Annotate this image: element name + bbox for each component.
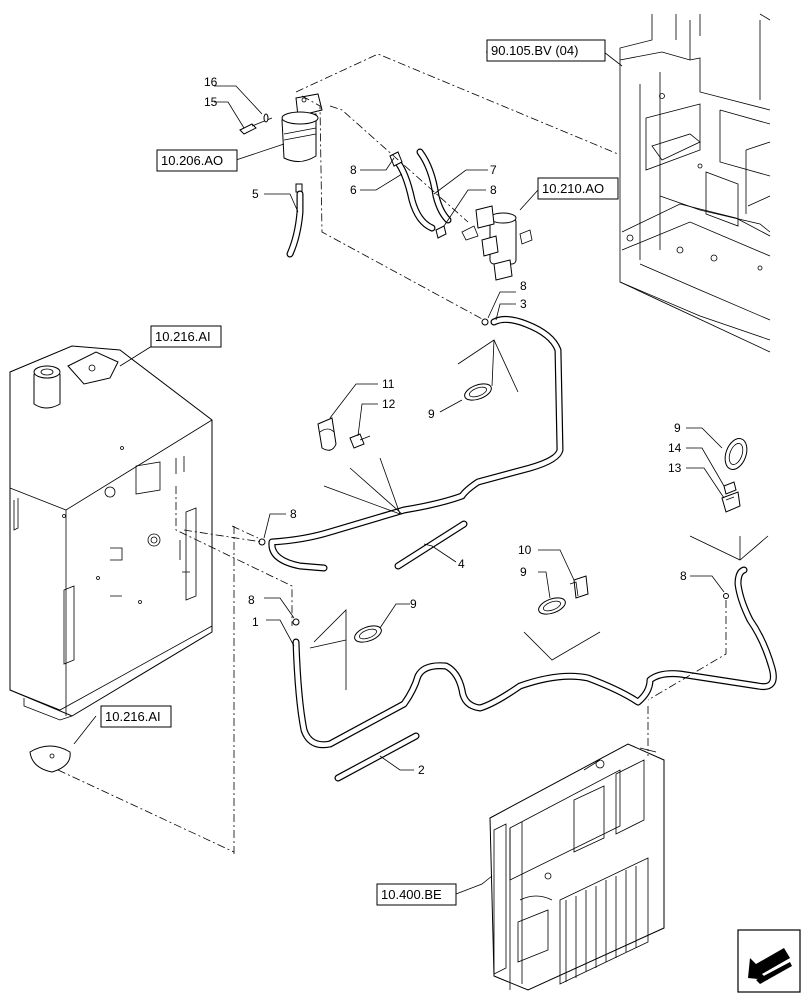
connection-lines [57,53,727,856]
ref-frame: 90.105.BV (04) [491,43,578,58]
callout-11: 11 [382,377,395,391]
ref-filter: 10.206.AO [161,153,223,168]
callout-6: 6 [350,183,357,197]
machine-frame [619,13,771,353]
callout-numbers: 16 15 5 8 6 7 8 8 3 11 12 9 8 4 8 1 9 10… [204,75,687,777]
callout-9: 9 [674,421,681,435]
oil-cooler [489,743,665,991]
ref-pump: 10.210.AO [542,181,604,196]
hoses [268,148,777,782]
callout-3: 3 [520,297,527,311]
callout-8: 8 [290,507,297,521]
ref-tank-top: 10.216.AI [155,329,211,344]
fuel-filter [281,93,323,193]
callout-8: 8 [680,569,687,583]
callout-9: 9 [428,407,435,421]
callout-8: 8 [350,163,357,177]
transfer-pump [461,205,533,281]
callout-14: 14 [668,441,682,455]
callout-2: 2 [418,763,425,777]
leader-lines [73,51,725,895]
ref-cooler: 10.400.BE [381,887,442,902]
reference-boxes: 90.105.BV (04) 10.206.AO 10.210.AO 10.21… [100,39,619,906]
callout-1: 1 [252,615,259,629]
small-parts [258,151,748,643]
hydraulic-tank [9,345,213,721]
callout-4: 4 [458,557,465,571]
callout-13: 13 [668,461,682,475]
callout-16: 16 [204,75,218,89]
callout-8: 8 [248,593,255,607]
callout-12: 12 [382,397,396,411]
arrow-left-down-icon[interactable] [737,929,801,993]
callout-9: 9 [410,597,417,611]
callout-15: 15 [204,95,218,109]
callout-9: 9 [520,565,527,579]
clamp-location-markers [309,339,769,690]
bolt [239,113,273,135]
ref-tank-bottom: 10.216.AI [105,709,161,724]
drain-plate [29,745,71,773]
callout-8: 8 [520,279,527,293]
callout-8: 8 [490,183,497,197]
callout-7: 7 [490,163,497,177]
callout-10: 10 [518,543,532,557]
callout-5: 5 [252,187,259,201]
